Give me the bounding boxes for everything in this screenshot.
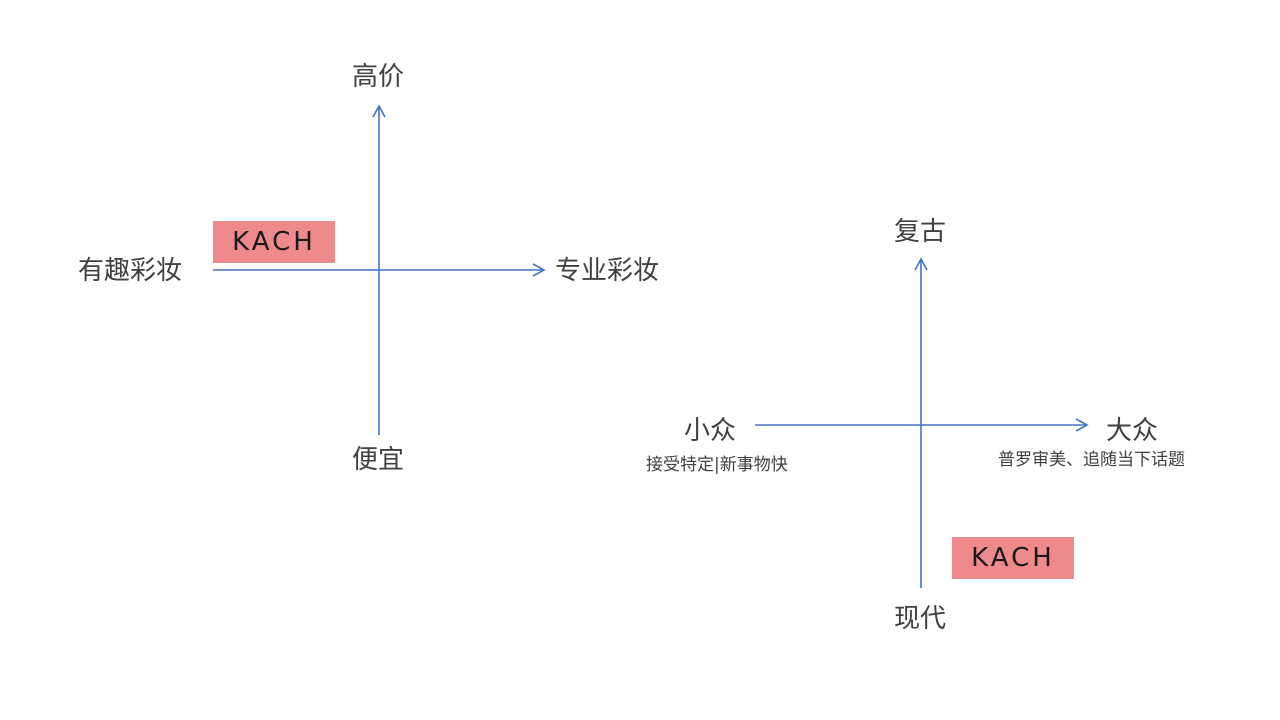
map2-brand-kach-logo: KACH xyxy=(952,537,1074,579)
map1-top-label: 高价 xyxy=(352,62,405,92)
map2-y-arrow-icon xyxy=(914,257,928,271)
map1-y-arrow-icon xyxy=(372,104,386,118)
map2-left-note: 接受特定|新事物快 xyxy=(646,455,788,475)
map2-top-label: 复古 xyxy=(894,217,947,247)
map1-axes xyxy=(213,104,546,435)
map2-x-arrow-icon xyxy=(1075,418,1089,432)
map1-right-label: 专业彩妆 xyxy=(555,256,660,286)
map1-brand-kach-logo: KACH xyxy=(213,221,335,263)
map2-right-note: 普罗审美、追随当下话题 xyxy=(998,450,1185,470)
map2-bottom-label: 现代 xyxy=(894,604,947,634)
map2-right-label: 大众 xyxy=(1106,416,1159,446)
map2-axes xyxy=(755,257,1089,588)
map1-bottom-label: 便宜 xyxy=(352,445,405,475)
map2-left-label: 小众 xyxy=(684,416,737,446)
map1-left-label: 有趣彩妆 xyxy=(78,256,183,286)
map1-x-arrow-icon xyxy=(532,263,546,277)
